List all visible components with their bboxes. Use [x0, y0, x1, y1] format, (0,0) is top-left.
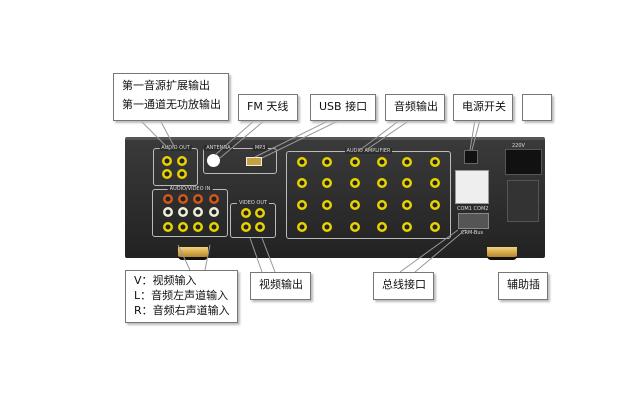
video-out-jack[interactable]	[241, 208, 251, 218]
audio-out-jack[interactable]	[177, 156, 187, 166]
group-label: AUDIO OUT	[159, 145, 192, 151]
speaker-terminal[interactable]	[297, 178, 307, 188]
power-inlet	[505, 149, 542, 175]
audio-left-in-jack[interactable]	[163, 207, 173, 217]
speaker-terminal[interactable]	[430, 157, 440, 167]
audio-out-group: AUDIO OUT	[153, 145, 198, 186]
callout-usb: USB 接口	[310, 94, 376, 121]
callout-text: L：音频左声道输入	[134, 289, 229, 302]
callout-fm: FM 天线	[238, 94, 298, 121]
audio-out-jack[interactable]	[177, 169, 187, 179]
speaker-terminal[interactable]	[402, 157, 412, 167]
callout-text: 第一音源扩展输出	[122, 79, 210, 92]
spec-sticker	[455, 170, 489, 204]
speaker-terminal[interactable]	[322, 222, 332, 232]
speaker-terminal[interactable]	[430, 222, 440, 232]
speaker-terminal[interactable]	[297, 222, 307, 232]
audio-left-in-jack[interactable]	[178, 207, 188, 217]
speaker-terminal[interactable]	[297, 200, 307, 210]
speaker-terminal[interactable]	[377, 157, 387, 167]
speaker-terminal[interactable]	[377, 200, 387, 210]
speaker-terminal[interactable]	[402, 178, 412, 188]
power-switch[interactable]	[464, 150, 478, 164]
callout-audio-out: 音频输出	[385, 94, 445, 121]
audio-right-in-jack[interactable]	[178, 222, 188, 232]
video-out-jack[interactable]	[241, 222, 251, 232]
video-out-jack[interactable]	[255, 222, 265, 232]
callout-video-out: 视频输出	[250, 272, 311, 300]
audio-out-jack[interactable]	[162, 169, 172, 179]
speaker-terminal[interactable]	[402, 222, 412, 232]
callout-av-in: V：视频输入 L：音频左声道输入 R：音频右声道输入	[125, 270, 238, 323]
audio-out-jack[interactable]	[162, 156, 172, 166]
foot	[487, 247, 517, 260]
speaker-terminal[interactable]	[322, 200, 332, 210]
callout-text: V：视频输入	[134, 274, 197, 287]
speaker-terminal[interactable]	[350, 157, 360, 167]
speaker-terminal[interactable]	[402, 200, 412, 210]
callout-text: 第一通道无功放输出	[122, 98, 221, 111]
video-in-jack[interactable]	[178, 194, 188, 204]
amplifier-group: AUDIO AMPLIFIER	[286, 148, 451, 239]
speaker-terminal[interactable]	[322, 178, 332, 188]
callout-aux: 辅助插	[498, 272, 548, 300]
callout-clipped	[522, 94, 552, 121]
av-in-group: AUDIO/VIDEO IN	[152, 186, 228, 237]
audio-left-in-jack[interactable]	[209, 207, 219, 217]
video-in-jack[interactable]	[163, 194, 173, 204]
video-in-jack[interactable]	[193, 194, 203, 204]
speaker-terminal[interactable]	[350, 200, 360, 210]
speaker-terminal[interactable]	[430, 178, 440, 188]
voltage-label: 220V	[512, 143, 525, 149]
audio-right-in-jack[interactable]	[193, 222, 203, 232]
group-label: AUDIO AMPLIFIER	[344, 148, 393, 154]
video-in-jack[interactable]	[209, 194, 219, 204]
callout-text: R：音频右声道输入	[134, 304, 230, 317]
speaker-terminal[interactable]	[430, 200, 440, 210]
audio-right-in-jack[interactable]	[209, 222, 219, 232]
aux-socket	[507, 180, 539, 222]
video-out-jack[interactable]	[255, 208, 265, 218]
callout-audio-extension: 第一音源扩展输出第一通道无功放输出	[113, 73, 229, 121]
speaker-terminal[interactable]	[322, 157, 332, 167]
video-out-group: VIDEO OUT	[230, 200, 276, 238]
com-label: COM1 COM2	[457, 206, 489, 212]
group-label: VIDEO OUT	[236, 200, 270, 206]
speaker-terminal[interactable]	[350, 222, 360, 232]
crm-bus-port[interactable]	[458, 213, 489, 229]
speaker-terminal[interactable]	[377, 222, 387, 232]
audio-left-in-jack[interactable]	[193, 207, 203, 217]
callout-bus: 总线接口	[373, 272, 434, 300]
group-label: AUDIO/VIDEO IN	[167, 186, 213, 192]
crm-label: CRM-Bus	[461, 230, 484, 236]
callout-power-switch: 电源开关	[453, 94, 513, 121]
speaker-terminal[interactable]	[350, 178, 360, 188]
audio-right-in-jack[interactable]	[163, 222, 173, 232]
speaker-terminal[interactable]	[297, 157, 307, 167]
speaker-terminal[interactable]	[377, 178, 387, 188]
